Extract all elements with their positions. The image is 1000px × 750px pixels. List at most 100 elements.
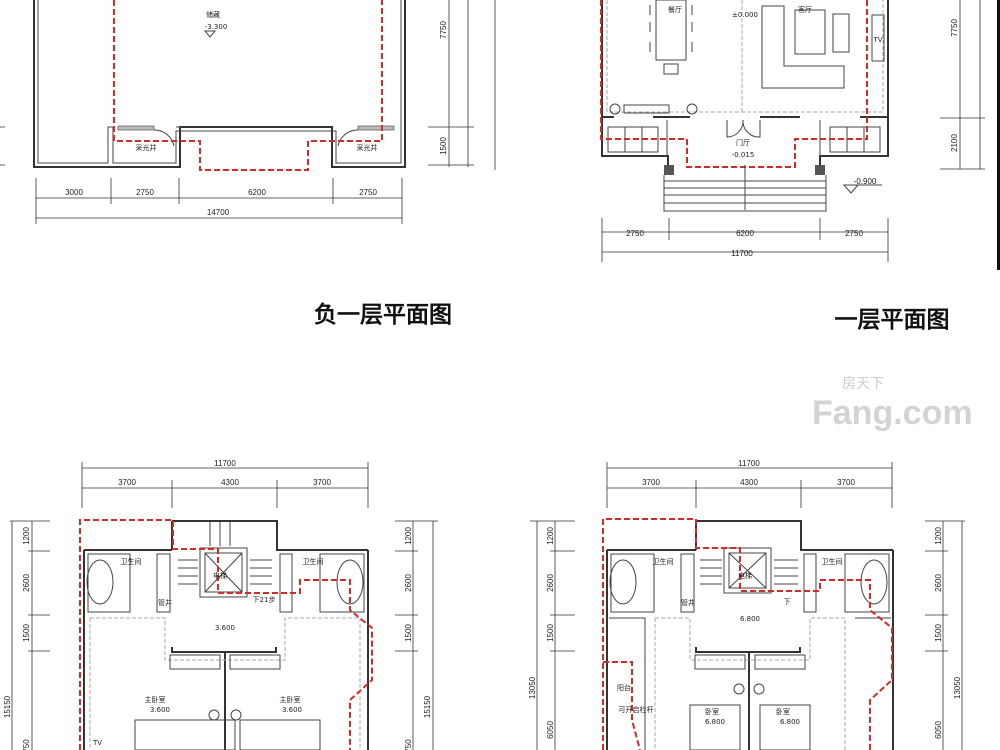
upper-left-side-dimensions: 1200 2600 1500 750 15150 1200 2600 1500 …: [3, 520, 438, 750]
room-label-shaft: 管井: [681, 598, 695, 607]
room-label-lightwell: 采光井: [357, 143, 378, 152]
ground-red-outline: [600, 0, 868, 168]
elevation-label: -0.015: [732, 151, 755, 159]
dimension-label: 2600: [404, 574, 413, 592]
basement-window: [357, 125, 395, 131]
dimension-label: 3700: [837, 478, 855, 487]
watermark-chinese: 房天下: [842, 376, 884, 392]
stairs-label: 下: [784, 598, 791, 606]
bathtub: [860, 559, 888, 605]
basement-plan-title: 负一层平面图: [314, 302, 452, 328]
dimension-label: 2750: [626, 229, 644, 238]
dimension-label: 2100: [950, 134, 959, 152]
upper-left-red-outline: [79, 519, 373, 750]
room-label-elevator: 电梯: [738, 571, 752, 580]
page-edge: [997, 0, 1000, 270]
basement-plan: 储藏 -3.300 采光井 采光井 3000 2750 6200 2750 14…: [0, 0, 496, 328]
bed: [759, 704, 811, 750]
bed: [239, 719, 321, 750]
elevation-label: ±0.000: [732, 11, 758, 19]
dimension-total: 11700: [214, 459, 236, 468]
dimension-label: 3000: [65, 188, 83, 197]
dimension-label: 6050: [546, 721, 555, 739]
room-label-bedroom: 卧室: [776, 707, 790, 716]
upper-right-red-outline: [602, 518, 893, 750]
entrance-steps: [663, 165, 827, 212]
dimension-label: 2600: [22, 574, 31, 592]
elevation-label: 3.600: [215, 624, 235, 632]
dimension-label: 1200: [934, 527, 943, 545]
dimension-label: 2600: [546, 574, 555, 592]
dimension-label: 6200: [736, 229, 754, 238]
bed: [689, 704, 741, 750]
dimension-label: 1500: [439, 137, 448, 155]
dimension-total: 13050: [953, 676, 962, 699]
room-label-dining: 餐厅: [668, 5, 682, 14]
basement-dimensions: 3000 2750 6200 2750 14700 7750 1500: [0, 0, 496, 224]
dimension-total: 11700: [738, 459, 760, 468]
dimension-label: 3700: [118, 478, 136, 487]
elevator-shaft: [723, 547, 772, 594]
upper-right-side-dimensions: 1200 2600 1500 6050 13050 1200 2600 1500…: [528, 520, 965, 750]
ground-dimensions: 2750 6200 2750 11700 7750 2100: [601, 0, 985, 262]
room-label-bathroom: 卫生间: [653, 557, 674, 566]
elevation-label: 6.800: [740, 615, 760, 623]
bed: [134, 719, 236, 750]
dimension-label: 1200: [22, 527, 31, 545]
upper-floor-plan-left: 11700 3700 4300 3700 卫生间 卫生间 电梯 管井 下21步 …: [3, 459, 438, 750]
room-label-bathroom: 卫生间: [303, 557, 324, 566]
dimension-label: 2750: [845, 229, 863, 238]
upper-floor-plan-right: 11700 3700 4300 3700 卫生间 卫生间 电梯 管井 下 6.8…: [528, 459, 965, 750]
dimension-label: 4300: [740, 478, 758, 487]
elevation-label: 6.800: [780, 718, 800, 726]
dimension-label: 7750: [950, 19, 959, 37]
watermark-brand: Fang.com: [812, 394, 973, 432]
elevation-label: 3.600: [282, 706, 302, 714]
dimension-label: 2750: [136, 188, 154, 197]
dimension-label: 2600: [934, 574, 943, 592]
dimension-label: 750: [404, 739, 413, 750]
elevation-marker-icon: [842, 184, 882, 194]
dimension-label: 1500: [934, 624, 943, 642]
dimension-label: 6050: [934, 721, 943, 739]
room-label-elevator: 电梯: [213, 571, 227, 580]
dimension-label: 6200: [248, 188, 266, 197]
dining-table: [655, 0, 687, 61]
bathtub: [86, 559, 114, 605]
upper-left-top-dimensions: 11700 3700 4300 3700: [81, 459, 369, 508]
basement-red-outline: [113, 0, 383, 171]
ground-floor-plan: TV 餐厅 客厅 ±0.000 门厅 -0.015 -0.900 2750 62…: [600, 0, 985, 333]
sofa: [761, 5, 845, 89]
dimension-total: 14700: [207, 208, 230, 217]
room-label-storage: 储藏: [206, 10, 220, 19]
room-label-shaft: 管井: [158, 598, 172, 607]
dimension-label: 1200: [546, 527, 555, 545]
watermark-logo: 房天下 Fang.com: [812, 376, 973, 432]
elevation-marker-icon: [203, 30, 217, 38]
ground-plan-title: 一层平面图: [835, 307, 950, 333]
dimension-label: 1500: [22, 624, 31, 642]
room-label-living: 客厅: [798, 5, 812, 14]
stairs-label: 下21步: [253, 596, 276, 604]
dimension-label: 2750: [359, 188, 377, 197]
room-label-balcony: 阳台: [617, 683, 631, 692]
dimension-total: 15150: [3, 695, 12, 718]
room-label-foyer: 门厅: [736, 138, 750, 147]
basement-window: [117, 125, 155, 131]
basement-outer-wall: [33, 0, 406, 168]
dimension-label: 1200: [404, 527, 413, 545]
room-label-master-bedroom: 主卧室: [145, 695, 166, 704]
entrance-door: [726, 119, 761, 138]
elevation-label: 3.600: [150, 706, 170, 714]
room-label-master-bedroom: 主卧室: [280, 695, 301, 704]
railing-label: 可开启栏杆: [619, 705, 654, 714]
dimension-total: 11700: [731, 249, 753, 258]
dimension-label: 4300: [221, 478, 239, 487]
dimension-label: 1500: [404, 624, 413, 642]
dimension-total: 13050: [528, 676, 537, 699]
bathtub: [609, 559, 637, 605]
tv-cabinet: [871, 14, 885, 62]
elevation-label: -0.900: [854, 177, 877, 186]
room-label-lightwell: 采光井: [136, 143, 157, 152]
bathtub: [336, 559, 364, 605]
